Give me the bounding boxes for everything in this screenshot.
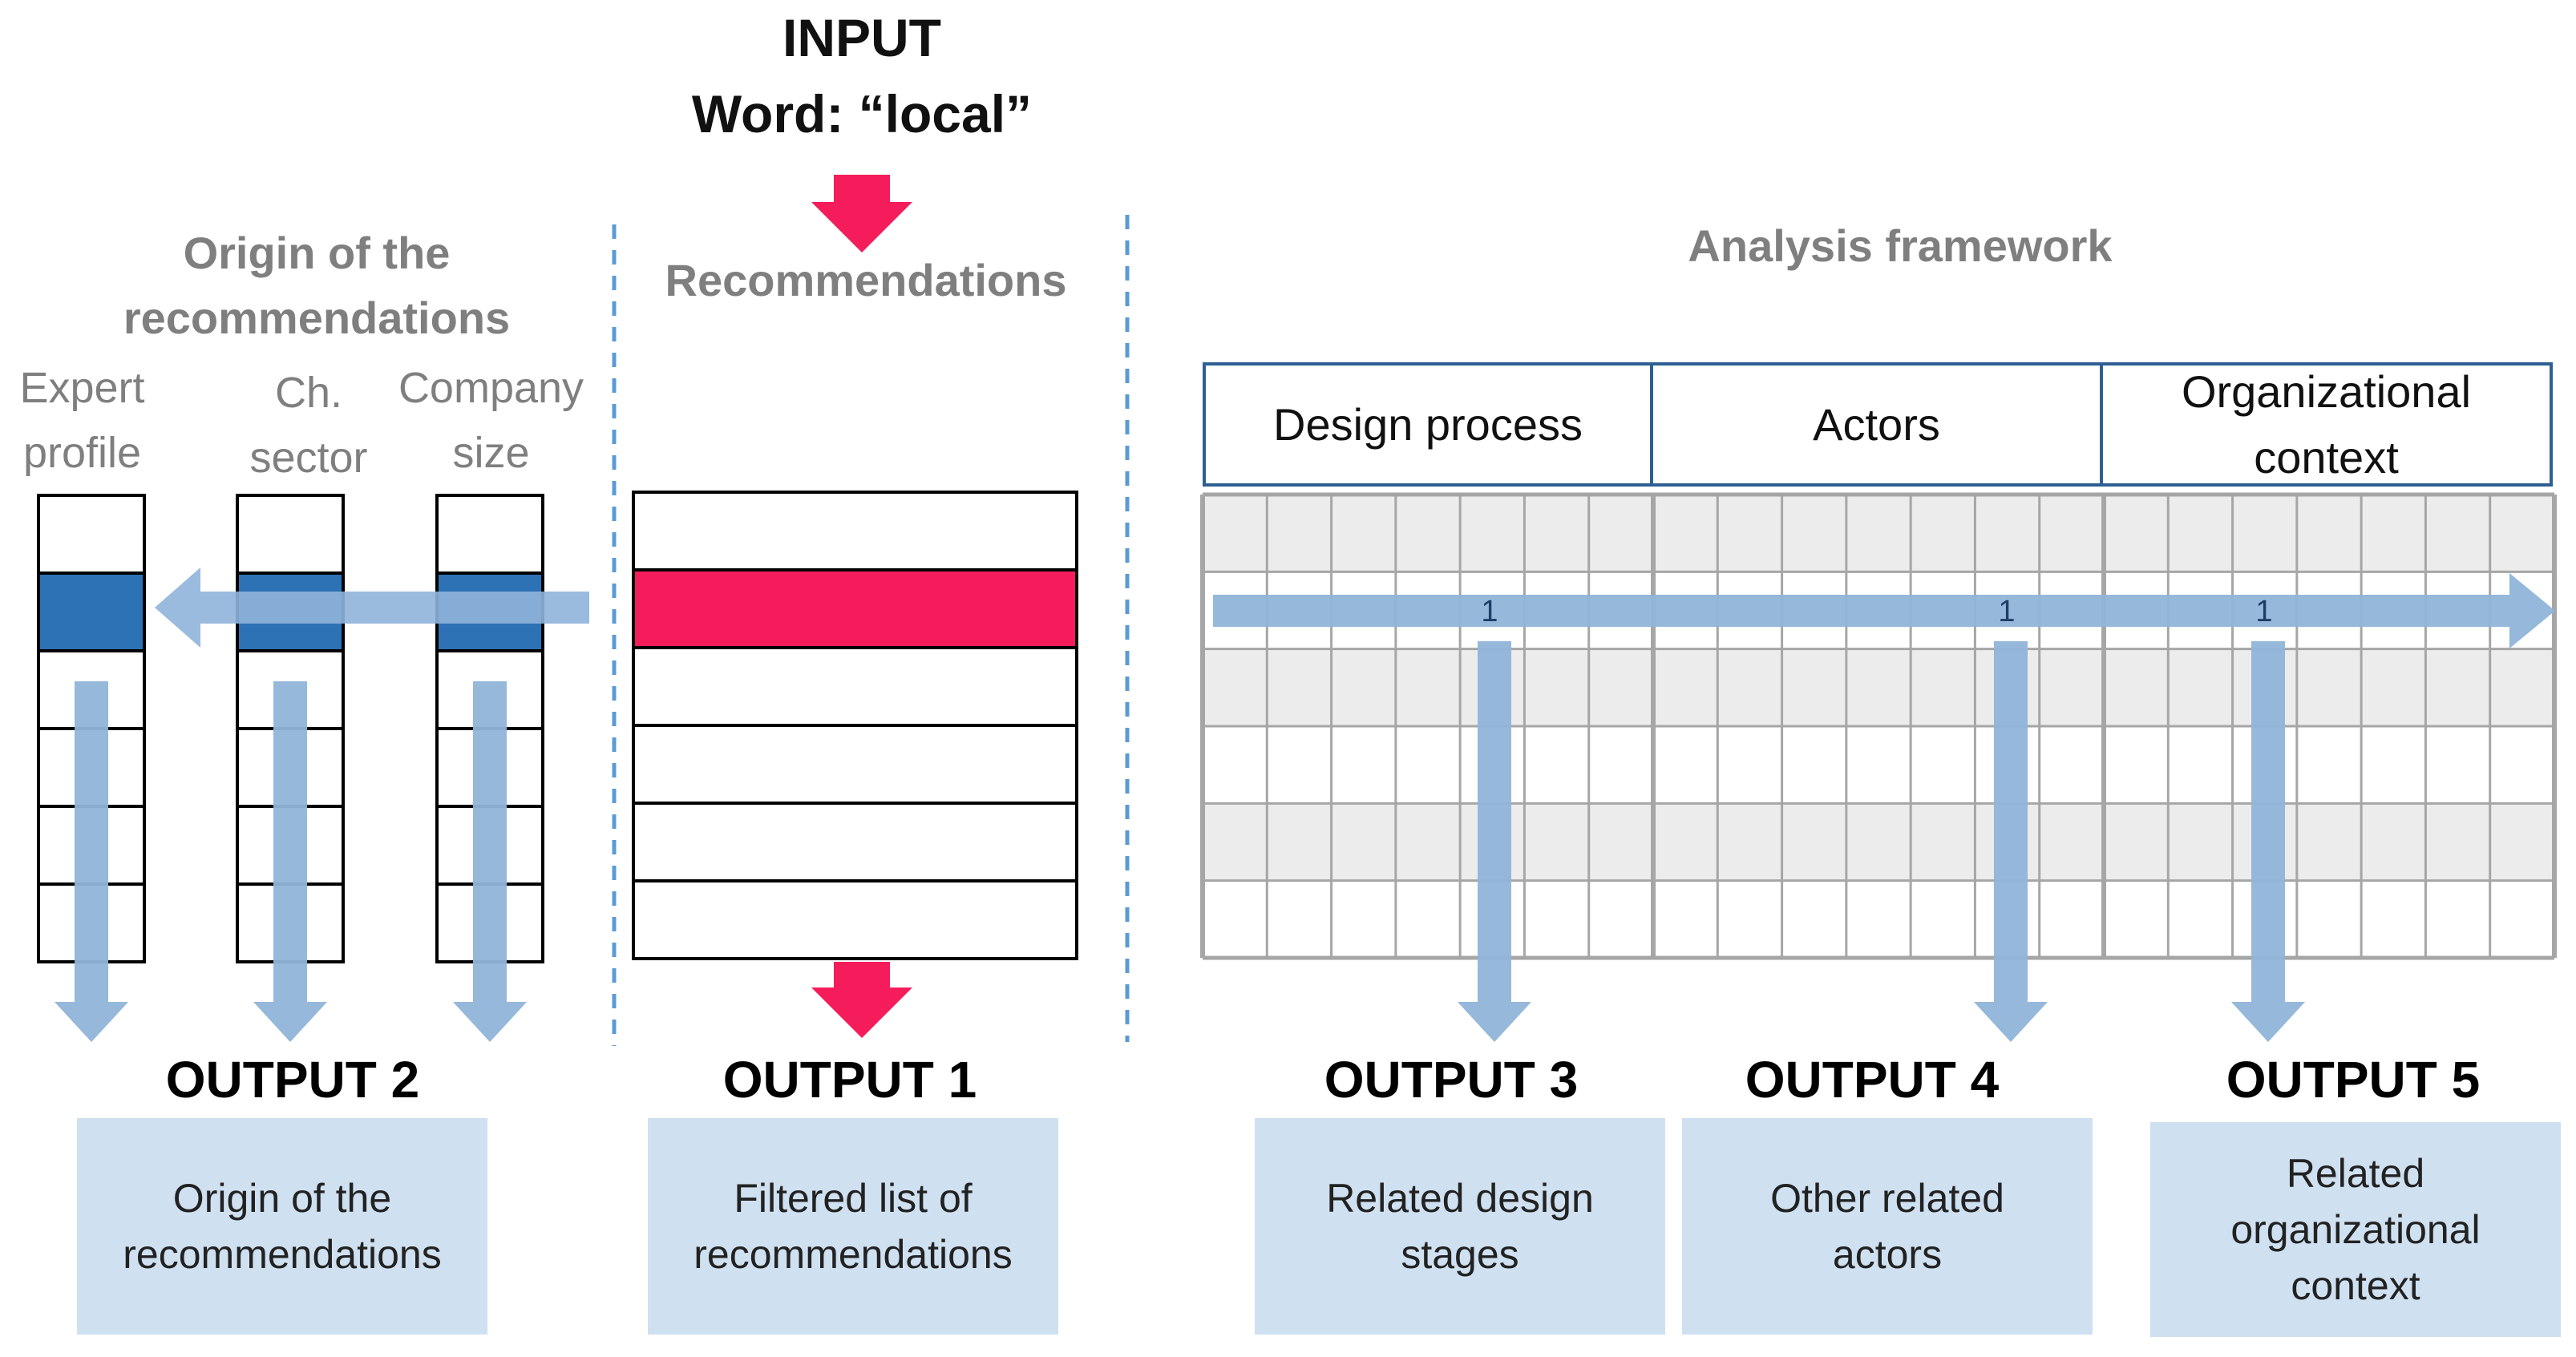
output1-box: Filtered list of recommendations (648, 1118, 1058, 1335)
output3-arrow (1458, 641, 1531, 1042)
origin-column-ch-sector (236, 494, 345, 1042)
section-framework-title: Analysis framework (1688, 220, 2113, 271)
grid-marker-design: 1 (1481, 595, 1498, 628)
recommendation-row (632, 491, 1078, 571)
origin-down-arrow (55, 681, 128, 1042)
origin-cell (37, 571, 146, 652)
framework-header-design-process: Design process (1203, 362, 1653, 487)
output3-box: Related design stages (1255, 1118, 1665, 1335)
grid-marker-actors: 1 (1998, 595, 2015, 628)
origin-cell (236, 494, 345, 575)
grid-row-band (1203, 495, 2554, 572)
output5-title: OUTPUT 5 (2226, 1051, 2481, 1109)
origin-column-label-sector: Ch. sector (249, 369, 368, 482)
grid-row-band (1203, 648, 2554, 726)
origin-cell (37, 494, 146, 575)
origin-down-arrow (253, 681, 327, 1042)
origin-column-label-size: Company size (398, 364, 584, 477)
framework-header-actors: Actors (1650, 362, 2103, 487)
recommendation-row (632, 879, 1078, 960)
input-title: INPUT (783, 8, 941, 67)
output5-arrow (2231, 641, 2305, 1042)
framework-grid (1200, 492, 2557, 960)
input-word: Word: “local” (691, 84, 1033, 143)
grid-row-band (1203, 726, 2554, 804)
output2-title: OUTPUT 2 (165, 1051, 420, 1109)
framework-right-arrow (1213, 573, 2555, 648)
output2-box: Origin of the recommendations (77, 1118, 487, 1335)
origin-down-arrow (453, 681, 527, 1042)
grid-row-band (1203, 803, 2554, 881)
output4-box: Other related actors (1682, 1118, 2093, 1335)
section-recommendations-title: Recommendations (665, 255, 1067, 305)
output4-title: OUTPUT 4 (1745, 1051, 2000, 1109)
output5-box: Related organizational context (2150, 1122, 2561, 1337)
origin-column-company-size (435, 494, 544, 1042)
recommendation-row (632, 724, 1078, 805)
output1-arrow (811, 962, 912, 1038)
recommendation-row (632, 568, 1078, 649)
origin-column-label-expert: Expert profile (19, 364, 145, 477)
grid-row-band (1203, 880, 2554, 958)
input-arrow (811, 175, 912, 252)
output1-title: OUTPUT 1 (722, 1051, 977, 1109)
recommendation-row (632, 646, 1078, 727)
origin-cell (435, 494, 544, 575)
origin-left-arrow (155, 567, 589, 648)
origin-column-expert-profile (37, 494, 146, 1042)
grid-marker-org: 1 (2255, 595, 2272, 628)
framework-header-organizational-context: Organizational context (2100, 362, 2553, 487)
section-origin-title: Origin of the recommendations (123, 228, 511, 344)
output3-title: OUTPUT 3 (1324, 1051, 1579, 1109)
output4-arrow (1974, 641, 2048, 1042)
recommendation-row (632, 802, 1078, 882)
recommendations-list (632, 491, 1078, 960)
